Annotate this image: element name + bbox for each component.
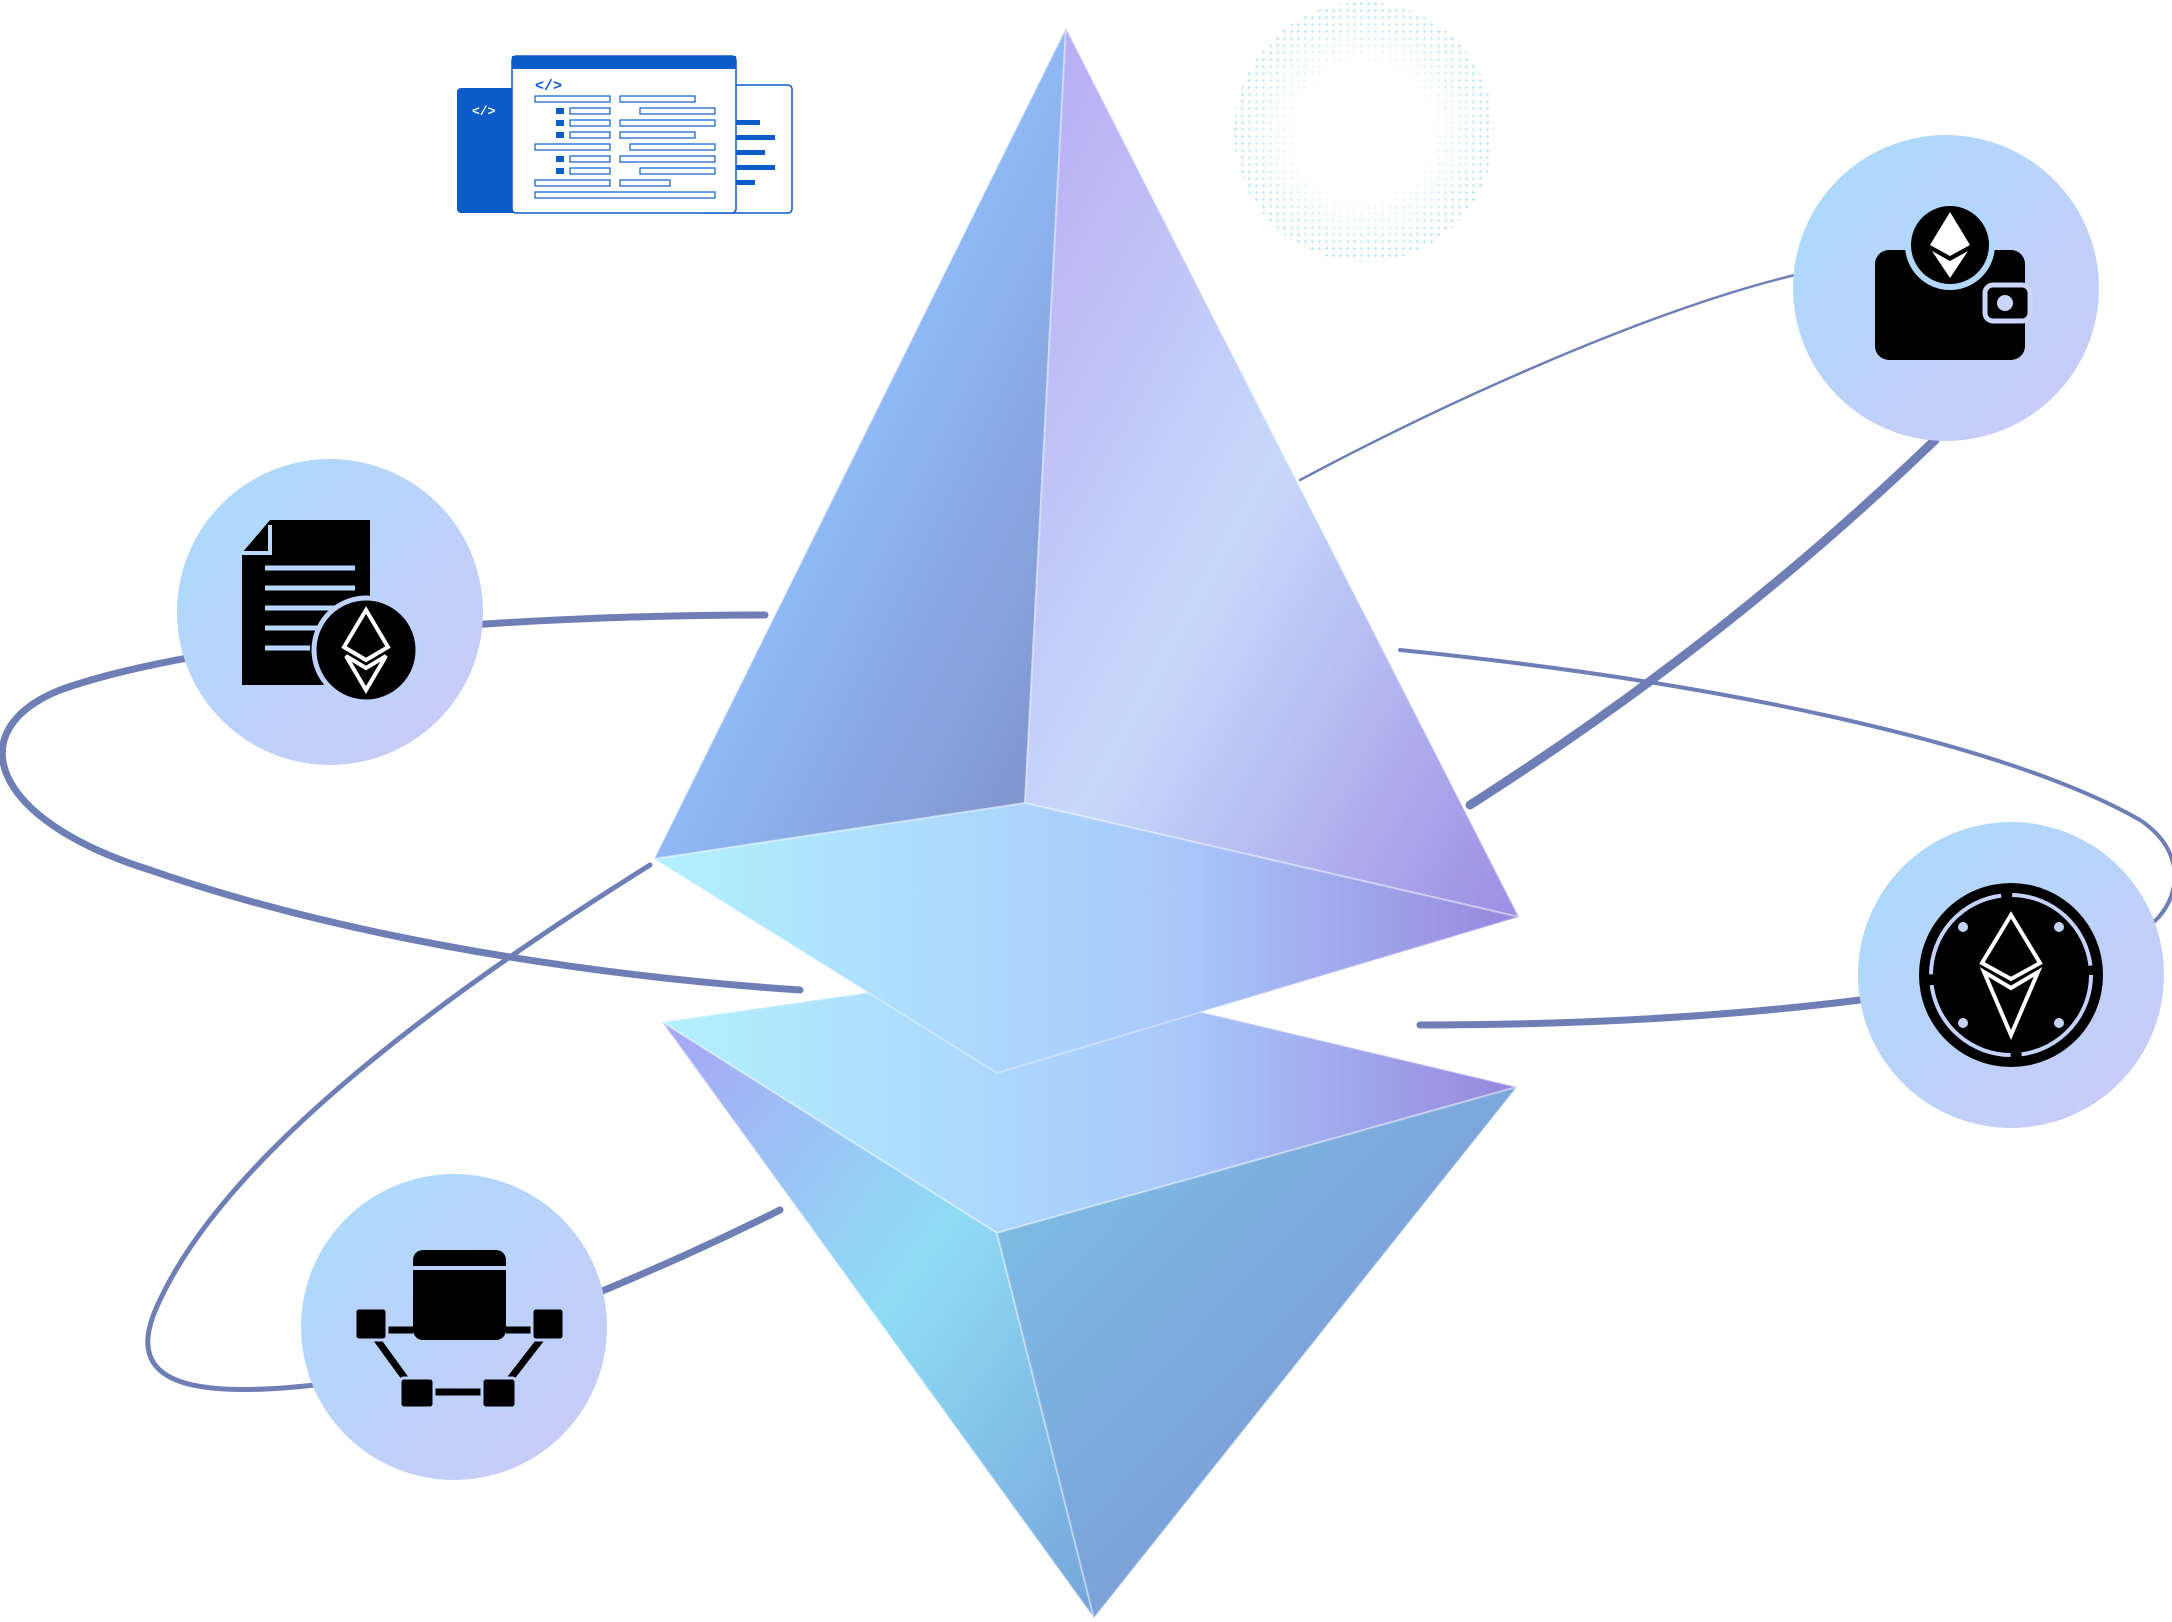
code-label-front: </>	[535, 78, 562, 95]
ethereum-coin-icon	[1858, 822, 2164, 1128]
code-windows: </> </>	[457, 55, 793, 214]
ethereum-wallet-icon	[1793, 135, 2099, 441]
dotted-halo	[1230, 0, 1500, 270]
code-label-back: </>	[472, 104, 496, 119]
ethereum-crystal	[653, 27, 1520, 1619]
orbit-lines	[0, 273, 2172, 1393]
ethereum-document-icon	[177, 459, 483, 765]
blockchain-network-icon	[301, 1174, 607, 1480]
